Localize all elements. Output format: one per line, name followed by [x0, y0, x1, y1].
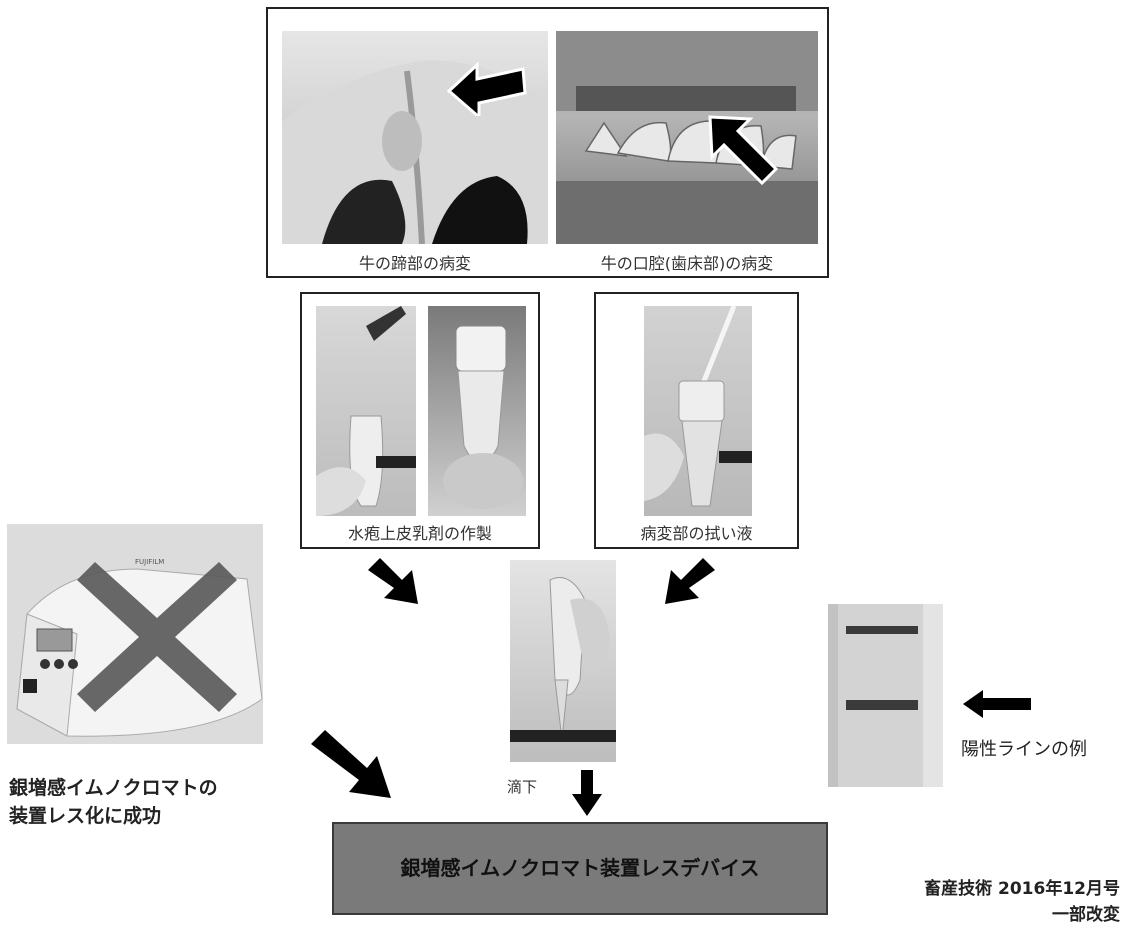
hoof-lesion-photo [282, 31, 548, 244]
positive-line-label: 陽性ラインの例 [961, 735, 1087, 761]
swab-tube-photo [644, 306, 752, 516]
source-citation: 畜産技術 2016年12月号 一部改変 [850, 876, 1120, 928]
down-right-arrow-icon [368, 558, 423, 606]
deviceless-box: 銀増感イムノクロマト装置レスデバイス [332, 822, 828, 915]
vesicle-emulsion-caption: 水疱上皮乳剤の作製 [302, 520, 538, 544]
left-text-line-1: 銀増感イムノクロマトの [9, 774, 218, 802]
hoof-lesion-caption: 牛の蹄部の病変 [282, 250, 548, 274]
cross-mark-icon [77, 562, 237, 712]
arrow-icon [706, 113, 781, 188]
forceps-tube-photo [316, 306, 416, 516]
source-line-2: 一部改変 [850, 902, 1120, 928]
diagonal-arrow-icon [311, 730, 395, 800]
down-left-arrow-icon [660, 558, 715, 606]
dropper-photo [510, 560, 616, 762]
left-arrow-icon [963, 690, 1031, 718]
lesion-photos-panel: 牛の蹄部の病変 牛の口腔(歯床部)の病変 [266, 7, 829, 278]
left-success-text: 銀増感イムノクロマトの 装置レス化に成功 [9, 774, 218, 830]
mouth-lesion-photo [556, 31, 818, 244]
source-line-1: 畜産技術 2016年12月号 [850, 876, 1120, 902]
reader-device-photo: FUJIFILM [7, 524, 263, 744]
test-strip-photo [828, 604, 943, 787]
left-text-line-2: 装置レス化に成功 [9, 802, 218, 830]
swab-fluid-caption: 病変部の拭い液 [596, 520, 797, 544]
vesicle-emulsion-panel: 水疱上皮乳剤の作製 [300, 292, 540, 549]
arrow-icon [447, 61, 527, 116]
swab-fluid-panel: 病変部の拭い液 [594, 292, 799, 549]
deviceless-box-label: 銀増感イムノクロマト装置レスデバイス [334, 852, 826, 881]
mouth-lesion-caption: 牛の口腔(歯床部)の病変 [556, 250, 818, 274]
tube-cap-photo [428, 306, 526, 516]
down-arrow-icon [572, 770, 602, 816]
drop-label: 滴下 [507, 776, 537, 797]
